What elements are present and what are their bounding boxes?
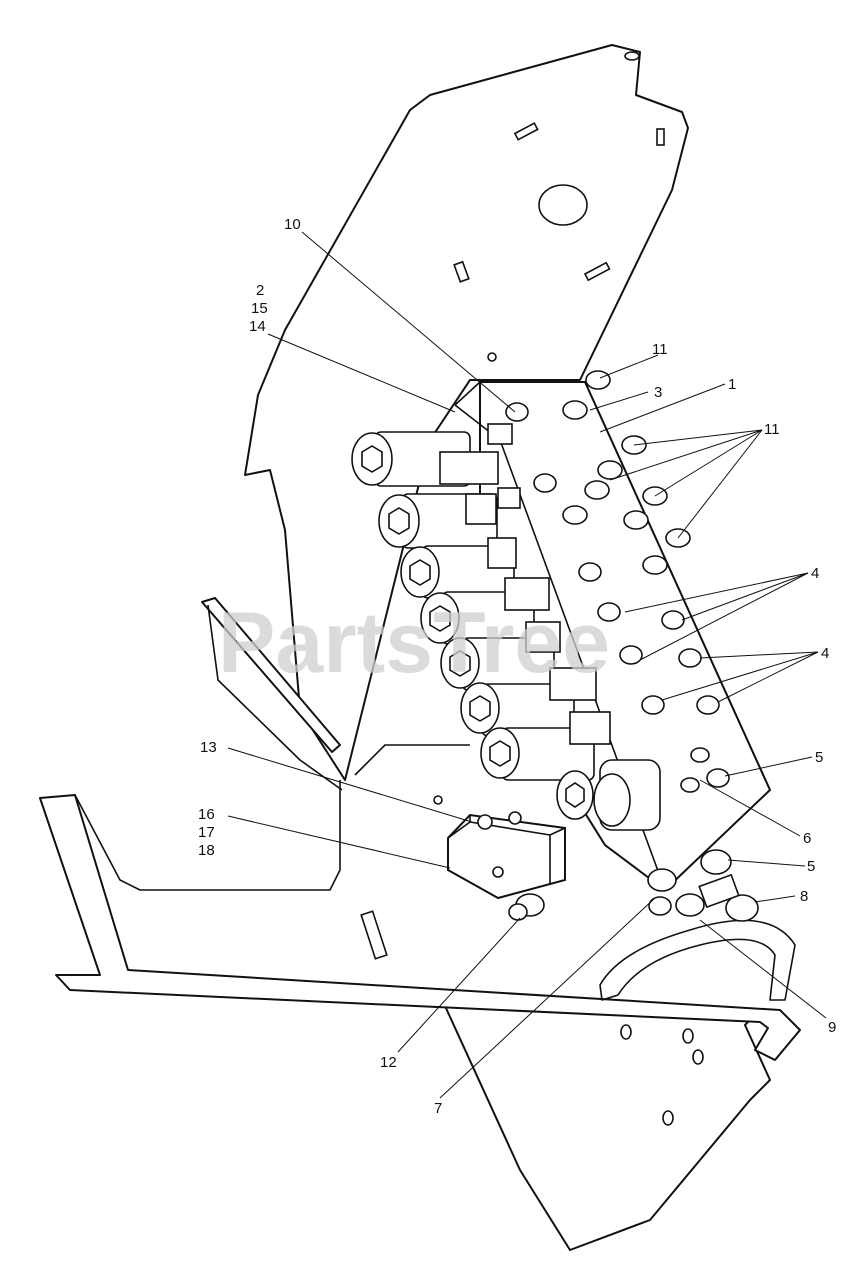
solenoid-coil — [480, 711, 611, 781]
lower-plate-hole — [682, 1028, 694, 1044]
outlet-fittings — [647, 849, 759, 922]
solenoid-coil-stack — [351, 423, 661, 831]
plate-slot — [656, 128, 665, 146]
solenoid-coil — [556, 759, 661, 831]
bar-slot — [360, 910, 388, 960]
hydraulic-tube-loop — [599, 919, 796, 1001]
solenoid-coil — [460, 667, 597, 737]
callout-5-upper: 5 — [815, 749, 823, 766]
upper-mounting-plate — [244, 44, 689, 781]
plate-slot — [513, 122, 539, 141]
callout-14: 14 — [249, 318, 266, 335]
lower-mounting-plate — [439, 994, 771, 1251]
callout-labels: 10 2 15 14 11 3 1 11 4 4 5 6 5 8 9 13 16… — [198, 216, 836, 1117]
callout-8: 8 — [800, 888, 808, 905]
plate-large-hole — [538, 184, 588, 226]
plate-slot — [453, 260, 470, 283]
callout-1: 1 — [728, 376, 736, 393]
callout-17: 17 — [198, 824, 215, 841]
tube-bracket-lines — [354, 744, 470, 776]
lower-plate-hole — [692, 1049, 704, 1065]
callout-4-upper: 4 — [811, 565, 819, 582]
solenoid-coil — [400, 537, 517, 599]
callout-11-group: 11 — [764, 421, 780, 438]
auxiliary-valve-block — [433, 795, 566, 921]
callout-12: 12 — [380, 1054, 397, 1071]
bracket-flange-left — [201, 597, 341, 753]
callout-13: 13 — [200, 739, 217, 756]
elbow-fittings — [562, 370, 691, 575]
straight-fittings — [505, 402, 730, 793]
mounting-bar — [39, 794, 801, 1061]
callout-18: 18 — [198, 842, 215, 859]
callout-5-lower: 5 — [807, 858, 815, 875]
plate-top-hole — [624, 51, 640, 61]
callout-3: 3 — [654, 384, 662, 401]
leader-lines — [227, 231, 827, 1099]
callout-15: 15 — [251, 300, 268, 317]
manifold-top-face — [454, 381, 771, 791]
lower-plate-hole — [620, 1024, 632, 1040]
solenoid-coil — [351, 423, 513, 487]
plate-slot — [583, 261, 611, 282]
callout-6: 6 — [803, 830, 811, 847]
plate-small-hole — [487, 352, 497, 362]
callout-4-lower: 4 — [821, 645, 829, 662]
bracket-flange-left-edge — [207, 604, 343, 791]
callout-7: 7 — [434, 1100, 442, 1117]
watermark: PartsTree — [218, 595, 610, 691]
mounting-bar-inner-edge — [74, 780, 341, 891]
solenoid-coil — [440, 621, 561, 691]
solenoid-coil — [420, 577, 550, 645]
lower-plate-hole — [662, 1110, 674, 1126]
callout-9: 9 — [828, 1019, 836, 1036]
callout-16: 16 — [198, 806, 215, 823]
callout-2: 2 — [256, 282, 264, 299]
solenoid-coil — [378, 487, 521, 549]
callout-10: 10 — [284, 216, 301, 233]
callout-11-top: 11 — [652, 341, 668, 358]
